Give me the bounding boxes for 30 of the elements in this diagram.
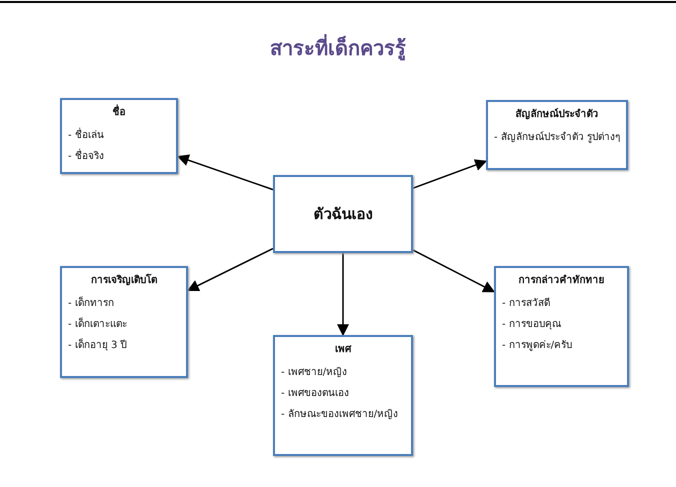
topic-box: [60, 98, 178, 174]
list-item: - การขอบคุณ: [502, 318, 562, 331]
topic-box: [60, 266, 188, 378]
central-box: [273, 175, 413, 253]
list-item: - ลักษณะของเพศชาย/หญิง: [281, 408, 400, 421]
arrow: [412, 249, 496, 292]
arrow: [412, 159, 488, 189]
topic-box: [486, 100, 628, 170]
topic-box: [494, 266, 629, 387]
list-item: - ชื่อจริง: [68, 150, 170, 163]
list-item: - เด็กเตาะแตะ: [68, 318, 128, 331]
list-item: - การพูดค่ะ/ครับ: [502, 339, 574, 352]
list-item: - เด็กอายุ 3 ปี: [68, 339, 128, 352]
heading: ชื่อ: [68, 106, 170, 119]
arrow: [176, 154, 274, 190]
arrow: [337, 253, 349, 336]
list-item: - เพศชาย/หญิง: [281, 366, 348, 379]
list-item: - เด็กทารก: [68, 297, 115, 310]
title: สาระที่เด็กควรรู้: [269, 33, 407, 62]
list-item: - ชื่อเล่น: [68, 129, 170, 142]
list-item: - เพศของตนเอง: [281, 387, 350, 400]
heading: เพศ: [334, 343, 352, 356]
heading: สัญลักษณ์ประจำตัว: [514, 108, 600, 121]
heading: การกล่าวคำทักทาย: [518, 274, 606, 287]
heading: การเจริญเติบโต: [90, 274, 158, 287]
heading: ตัวฉันเอง: [314, 208, 372, 220]
topic-box: [273, 335, 413, 456]
list-item: - การสวัสดี: [502, 297, 551, 310]
list-item: - สัญลักษณ์ประจำตัว รูปต่างๆ: [494, 131, 620, 144]
arrow: [186, 248, 274, 292]
